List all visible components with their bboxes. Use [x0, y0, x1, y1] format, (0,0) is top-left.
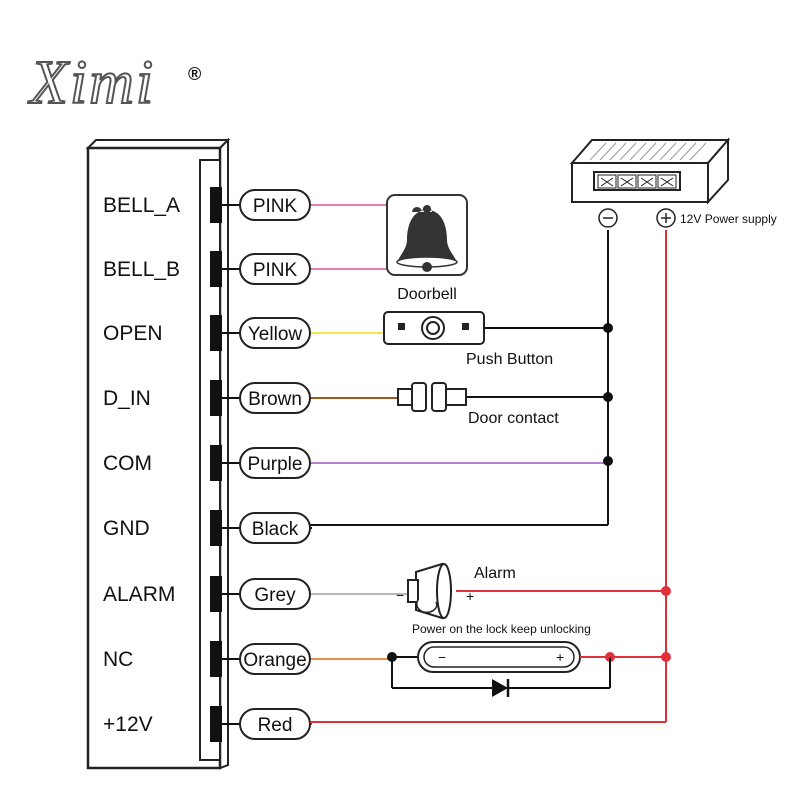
alarm-caption: Alarm — [474, 565, 516, 582]
alarm-plus: + — [466, 588, 474, 604]
wire-connector — [239, 643, 311, 675]
wire-connector — [239, 253, 311, 285]
pin-label: BELL_A — [103, 194, 180, 217]
pin-label: D_IN — [103, 387, 151, 410]
alarm-device: − + Alarm — [396, 562, 516, 620]
push-button-caption: Push Button — [466, 351, 553, 368]
wire-connector — [239, 189, 311, 221]
doorbell-device: Doorbell — [386, 194, 468, 303]
terminal-block — [210, 380, 222, 416]
pin-label: +12V — [103, 713, 153, 736]
junction-dot — [661, 652, 671, 662]
junction-dot — [603, 323, 613, 333]
pin-row: NC Orange — [103, 641, 392, 677]
pin-row: GND Black — [103, 510, 312, 546]
ground-bus — [310, 230, 613, 526]
bell-icon — [397, 207, 457, 262]
door-contact-device: Door contact — [397, 382, 559, 427]
doorbell-caption: Doorbell — [397, 286, 457, 303]
lock-caption: Power on the lock keep unlocking — [412, 622, 591, 636]
power-voltage: 12V Power supply — [680, 212, 777, 226]
terminal-block — [210, 315, 222, 351]
terminal-screws — [597, 174, 677, 189]
power-supply: 12V Power supply — [569, 137, 777, 228]
terminal-block — [210, 510, 222, 546]
wire-label: Grey — [254, 585, 296, 606]
pin-row: COM Purple — [103, 445, 608, 481]
pin-label: GND — [103, 517, 150, 540]
wire-connector — [239, 512, 311, 544]
logo-text: Ximi — [27, 49, 155, 117]
pin-row: ALARM Grey — [103, 576, 416, 612]
lock-device: Power on the lock keep unlocking − + — [387, 622, 611, 697]
lock-minus: − — [438, 649, 446, 665]
wire-connector — [239, 708, 311, 740]
wire-label: Red — [258, 715, 293, 736]
pin-row: OPEN Yellow — [103, 315, 384, 351]
junction-dot — [603, 456, 613, 466]
pin-label: BELL_B — [103, 258, 180, 281]
wire-label: Purple — [248, 454, 303, 475]
terminal-block — [210, 251, 222, 287]
pin-row: BELL_B PINK — [103, 251, 388, 287]
pin-row: +12V Red — [103, 706, 312, 742]
wire-label: Orange — [243, 650, 306, 671]
terminal-block — [210, 576, 222, 612]
junction-dot — [603, 392, 613, 402]
door-contact-caption: Door contact — [468, 410, 559, 427]
wire-connector — [239, 317, 311, 349]
alarm-minus: − — [396, 587, 404, 603]
terminal-block — [210, 706, 222, 742]
pin-row: D_IN Brown — [103, 380, 398, 416]
wire-connector — [239, 578, 311, 610]
brand-logo: Ximi ® — [26, 48, 201, 118]
diode-icon — [492, 679, 508, 697]
pin-label: ALARM — [103, 583, 175, 606]
wire-label: PINK — [253, 196, 298, 217]
junction-dot — [387, 652, 397, 662]
wire-label: Yellow — [248, 324, 303, 345]
pin-label: OPEN — [103, 322, 163, 345]
registered-mark: ® — [188, 64, 201, 84]
terminal-block — [210, 445, 222, 481]
pin-row: BELL_A PINK — [103, 187, 388, 223]
junction-dot — [661, 586, 671, 596]
push-button-device: Push Button — [383, 311, 553, 368]
wire-connector — [239, 447, 311, 479]
terminal-block — [210, 641, 222, 677]
terminal-block — [210, 187, 222, 223]
wire-label: Brown — [248, 389, 302, 410]
wire-connector — [239, 382, 311, 414]
wire-label: Black — [252, 519, 299, 540]
lock-plus: + — [556, 649, 564, 665]
wire-label: PINK — [253, 260, 298, 281]
pin-label: NC — [103, 648, 133, 671]
pin-label: COM — [103, 452, 152, 475]
